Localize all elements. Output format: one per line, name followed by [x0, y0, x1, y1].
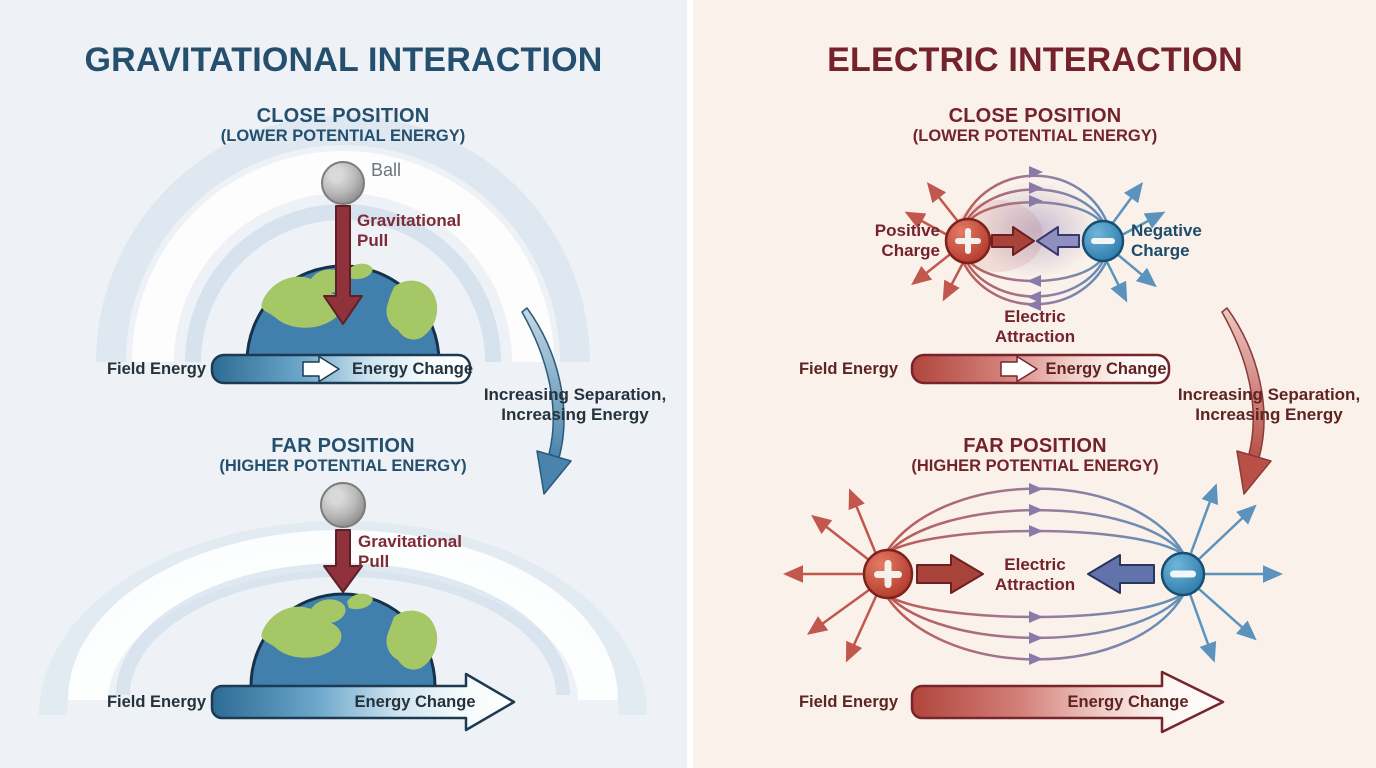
negative-line2: Charge [1131, 241, 1190, 260]
gravitational-pull-label-far: Gravitational Pull [358, 532, 462, 572]
gravitational-title: GRAVITATIONAL INTERACTION [84, 41, 603, 79]
ball-close-icon [321, 161, 365, 205]
separation-line2: Increasing Energy [1195, 405, 1343, 424]
energy-change-label-close: Energy Change [352, 360, 474, 378]
bar-arrow-glyph-icon [302, 355, 340, 383]
separation-line1: Increasing Separation, [1177, 385, 1361, 404]
negative-charge-label: Negative Charge [1131, 221, 1291, 261]
close-position-subheading: (LOWER POTENTIAL ENERGY) [220, 127, 466, 145]
field-energy-bar-far [910, 670, 1225, 734]
pull-line2: Pull [358, 552, 390, 571]
attraction-line1: Electric [1004, 307, 1066, 326]
field-energy-bar-far [210, 672, 516, 732]
positive-charge-label: Positive Charge [788, 221, 940, 261]
positive-charge-close-icon [944, 217, 992, 265]
plus-icon [874, 560, 902, 588]
plus-icon [955, 228, 981, 254]
gravitational-diagram [39, 115, 647, 732]
separation-note: Increasing Separation, Increasing Energy [462, 385, 688, 425]
attraction-arrow-left-close [1036, 226, 1080, 256]
electric-title: ELECTRIC INTERACTION [827, 41, 1243, 79]
gravitational-pull-arrow-far [323, 529, 363, 593]
negative-field-rays [1188, 483, 1283, 663]
field-energy-label-close: Field Energy [106, 360, 206, 378]
field-energy-bar-close [210, 353, 472, 385]
attraction-arrow-left-far [1087, 554, 1155, 594]
gravitational-pull-arrow-close [323, 205, 363, 325]
pull-line2: Pull [357, 231, 389, 250]
gravitational-pull-label-close: Gravitational Pull [357, 211, 461, 251]
positive-charge-far-icon [862, 548, 914, 600]
electric-attraction-label-close: Electric Attraction [955, 307, 1115, 347]
separation-curved-arrow-red [1221, 307, 1272, 495]
attraction-arrow-right-far [916, 554, 984, 594]
minus-icon [1091, 238, 1115, 244]
gravitational-panel: GRAVITATIONAL INTERACTION CLOSE POSITION… [0, 0, 687, 768]
pull-line1: Gravitational [358, 532, 462, 551]
energy-change-label-far: Energy Change [354, 693, 476, 711]
positive-field-rays [783, 488, 879, 663]
attraction-line2: Attraction [994, 575, 1076, 594]
separation-line1: Increasing Separation, [483, 385, 667, 404]
field-energy-label-far: Field Energy [106, 693, 206, 711]
separation-curved-arrow-blue [521, 307, 572, 495]
minus-icon [1170, 570, 1196, 578]
ball-label: Ball [371, 160, 402, 180]
negative-line1: Negative [1131, 221, 1202, 240]
energy-change-label-close: Energy Change [1045, 360, 1167, 378]
energy-change-label-far: Energy Change [1067, 693, 1189, 711]
positive-line1: Positive [874, 221, 940, 240]
far-position-heading: FAR POSITION [271, 435, 415, 457]
separation-line2: Increasing Energy [501, 405, 649, 424]
bar-arrow-glyph-icon [1000, 355, 1038, 383]
close-position-subheading: (LOWER POTENTIAL ENERGY) [912, 127, 1158, 145]
far-position-subheading: (HIGHER POTENTIAL ENERGY) [911, 457, 1159, 475]
negative-charge-close-icon [1081, 219, 1125, 263]
ball-far-icon [320, 482, 366, 528]
earth-far-icon [249, 592, 438, 700]
far-field-lines [783, 483, 1283, 665]
attraction-line1: Electric [1004, 555, 1066, 574]
positive-line2: Charge [881, 241, 940, 260]
negative-field-rays [1105, 181, 1166, 303]
electric-diagram [783, 166, 1283, 734]
field-energy-label-far: Field Energy [798, 693, 898, 711]
attraction-line2: Attraction [994, 327, 1076, 346]
far-position-heading: FAR POSITION [963, 435, 1107, 457]
field-energy-bar-close [910, 353, 1171, 385]
close-position-heading: CLOSE POSITION [948, 105, 1122, 127]
negative-charge-far-icon [1160, 551, 1206, 597]
positive-field-rays [904, 182, 966, 302]
close-position-heading: CLOSE POSITION [256, 105, 430, 127]
electric-panel: ELECTRIC INTERACTION CLOSE POSITION (LOW… [693, 0, 1376, 768]
electric-attraction-label-far: Electric Attraction [955, 555, 1115, 595]
separation-note: Increasing Separation, Increasing Energy [1156, 385, 1376, 425]
far-position-subheading: (HIGHER POTENTIAL ENERGY) [219, 457, 467, 475]
field-energy-label-close: Field Energy [798, 360, 898, 378]
attraction-arrow-right-close [991, 226, 1035, 256]
pull-line1: Gravitational [357, 211, 461, 230]
